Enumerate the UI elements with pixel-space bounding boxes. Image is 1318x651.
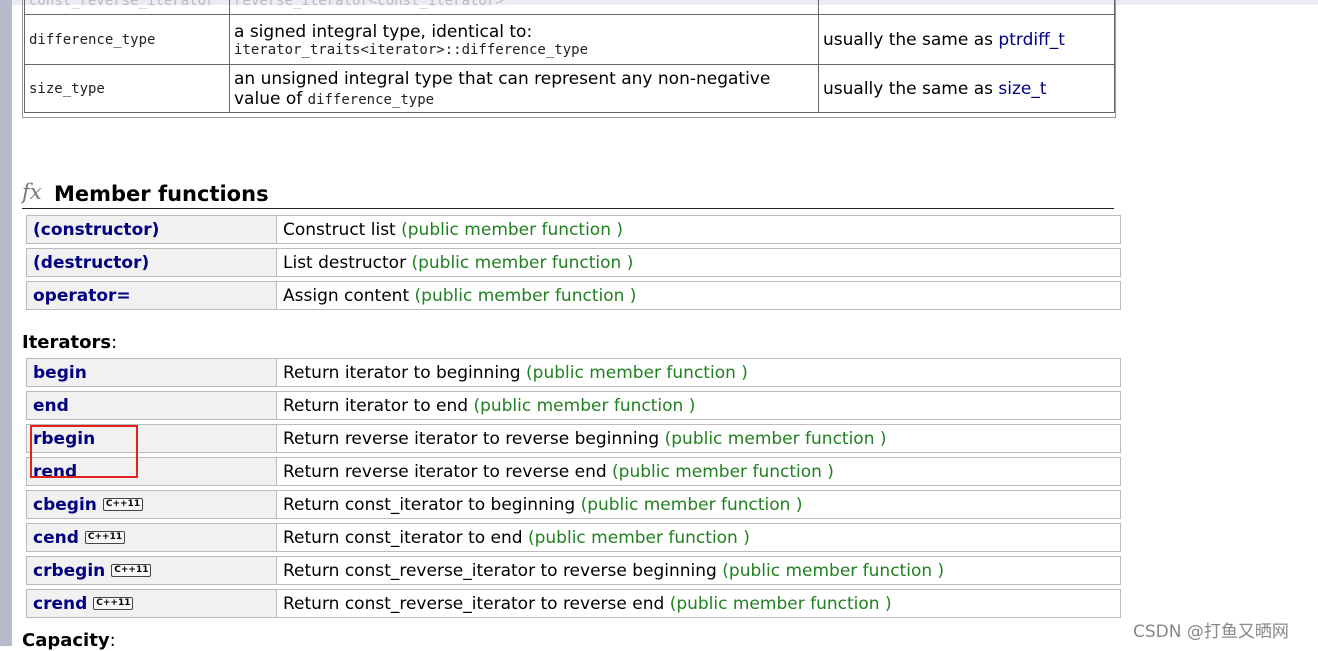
- iterators-heading: Iterators:: [22, 332, 118, 353]
- begin-link[interactable]: begin: [33, 362, 87, 383]
- member-types-table: const_reverse_iterator reverse_iterator<…: [24, 0, 1115, 113]
- capacity-heading: Capacity:: [22, 630, 116, 651]
- end-link[interactable]: end: [33, 395, 69, 416]
- destructor-link[interactable]: (destructor): [33, 252, 150, 273]
- red-highlight-annotation: [30, 425, 138, 478]
- operator-assign-link[interactable]: operator=: [33, 285, 131, 306]
- iterators-table: begin Return iterator to beginning (publ…: [26, 358, 1121, 618]
- table-row: rbegin Return reverse iterator to revers…: [26, 424, 1121, 453]
- table-row: difference_type a signed integral type, …: [24, 14, 1115, 65]
- table-row: size_type an unsigned integral type that…: [24, 64, 1115, 113]
- table-row: begin Return iterator to beginning (publ…: [26, 358, 1121, 387]
- section-title: Member functions: [54, 182, 269, 206]
- member-functions-table: (constructor) Construct list (public mem…: [26, 215, 1121, 310]
- constructor-link[interactable]: (constructor): [33, 219, 160, 240]
- type-definition: reverse_iterator<const_iterator>: [229, 0, 819, 15]
- type-notes: usually the same as size_t: [818, 64, 1115, 113]
- fx-icon: fx: [22, 180, 42, 204]
- type-description: a signed integral type, identical to: it…: [229, 14, 819, 65]
- type-name: const_reverse_iterator: [24, 0, 230, 15]
- table-row: const_reverse_iterator reverse_iterator<…: [24, 0, 1115, 15]
- crend-link[interactable]: crend: [33, 593, 88, 614]
- size-t-link[interactable]: size_t: [998, 78, 1047, 99]
- table-row: (constructor) Construct list (public mem…: [26, 215, 1121, 244]
- table-row: rend Return reverse iterator to reverse …: [26, 457, 1121, 486]
- rbegin-link[interactable]: rbegin: [33, 428, 96, 449]
- cxx11-badge-icon: C++11: [111, 563, 152, 577]
- cxx11-badge-icon: C++11: [102, 497, 144, 511]
- type-notes: usually the same as ptrdiff_t: [818, 14, 1115, 65]
- member-types-table-frame: [22, 0, 1116, 118]
- table-row: (destructor) List destructor (public mem…: [26, 248, 1121, 277]
- crbegin-link[interactable]: crbegin: [33, 560, 106, 581]
- type-name: size_type: [24, 64, 230, 113]
- cbegin-link[interactable]: cbegin: [33, 494, 97, 515]
- left-sidebar-rail: [0, 0, 12, 646]
- ptrdiff-t-link[interactable]: ptrdiff_t: [998, 29, 1065, 50]
- type-name: difference_type: [24, 14, 230, 65]
- cxx11-badge-icon: C++11: [93, 596, 134, 610]
- table-row: end Return iterator to end (public membe…: [26, 391, 1121, 420]
- csdn-watermark: CSDN @打鱼又晒网: [1133, 622, 1289, 642]
- cxx11-badge-icon: C++11: [84, 530, 126, 544]
- type-description: an unsigned integral type that can repre…: [229, 64, 819, 113]
- member-functions-header: fx Member functions: [22, 180, 1114, 209]
- cend-link[interactable]: cend: [33, 527, 79, 548]
- table-row: operator= Assign content (public member …: [26, 281, 1121, 310]
